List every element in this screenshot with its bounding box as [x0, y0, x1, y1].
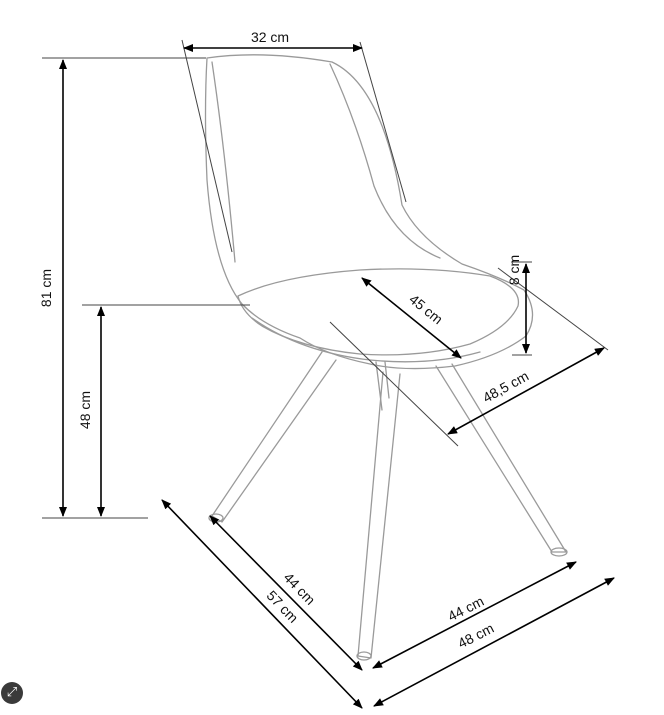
label-seat-height: 48 cm: [77, 391, 93, 429]
expand-icon[interactable]: ⤢: [1, 682, 23, 704]
chair-backrest: [204, 54, 534, 370]
chair-center-support: [375, 361, 390, 411]
chair-seat-cushion: [237, 268, 520, 356]
dim-arrow-seat-depth: [361, 277, 462, 359]
dim-arrow-base-right: [373, 577, 615, 707]
chair-illustration: [204, 54, 568, 661]
chair-backrest-seam: [211, 61, 441, 263]
dim-arrow-seat-width: [447, 347, 605, 435]
label-seat-depth: 45 cm: [406, 291, 446, 327]
label-seat-width: 48,5 cm: [480, 368, 531, 406]
chair-seat-underside: [251, 317, 481, 363]
extension-lines: [42, 39, 609, 519]
label-base-right: 48 cm: [455, 620, 496, 652]
label-total-height: 81 cm: [38, 269, 54, 307]
chair-leg-right-foot: [550, 547, 568, 557]
dimension-labels: 32 cm 81 cm 48 cm 45 cm 8 cm 48,5 cm 44 …: [38, 29, 531, 651]
dim-arrow-leg-span-left: [209, 515, 363, 671]
label-top-width: 32 cm: [251, 29, 289, 45]
dim-arrow-base-left: [161, 499, 363, 709]
chair-leg-left: [211, 351, 337, 523]
dimension-arrows: [59, 44, 615, 709]
chair-leg-right: [435, 363, 567, 553]
label-seat-thickness: 8 cm: [506, 255, 522, 285]
chair-leg-front: [357, 371, 401, 659]
